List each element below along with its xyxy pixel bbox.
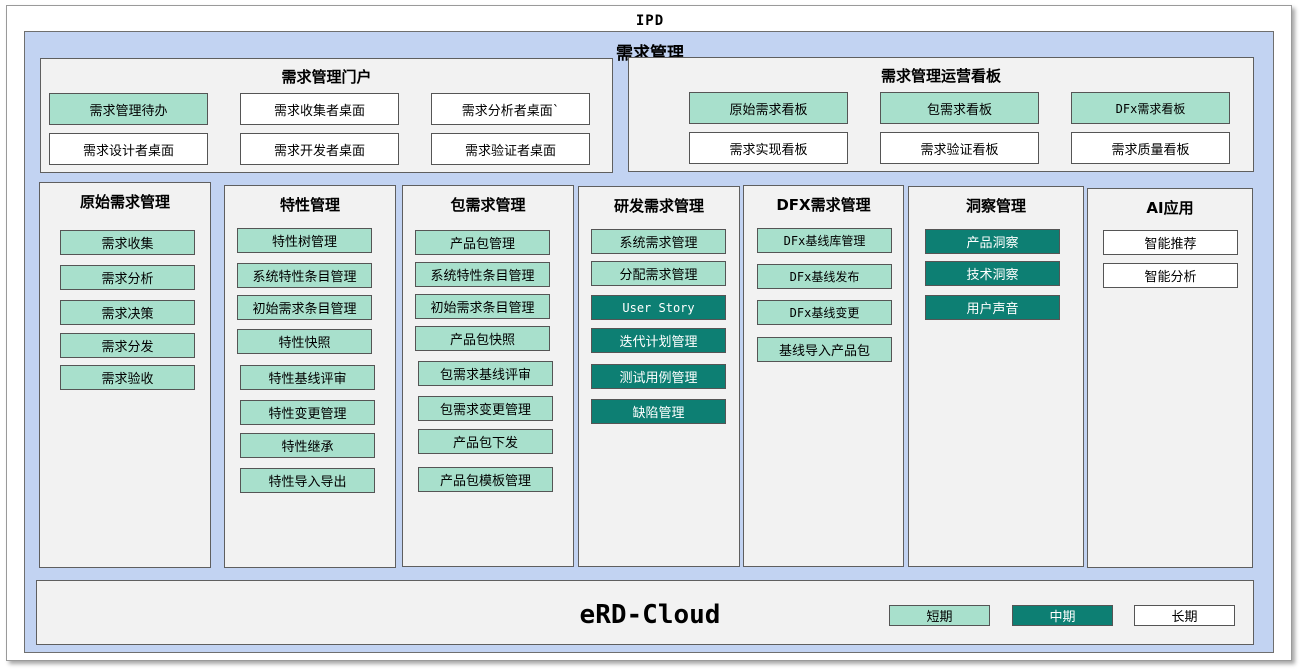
column-title: 研发需求管理: [613, 197, 704, 215]
portal-panel: 需求管理门户 需求管理待办 需求收集者桌面 需求分析者桌面` 需求设计者桌面 需…: [40, 58, 613, 173]
column-item[interactable]: 初始需求条目管理: [415, 294, 550, 319]
legend-short: 短期: [889, 605, 990, 626]
column-item[interactable]: 特性导入导出: [240, 468, 375, 493]
dashboard-item[interactable]: DFx需求看板: [1071, 92, 1230, 124]
portal-item[interactable]: 需求开发者桌面: [240, 133, 399, 165]
column-feature: 特性管理 特性树管理 系统特性条目管理 初始需求条目管理 特性快照 特性基线评审…: [224, 185, 396, 568]
column-dfx-requirement: DFX需求管理 DFx基线库管理 DFx基线发布 DFx基线变更 基线导入产品包: [743, 185, 904, 567]
dashboard-item[interactable]: 原始需求看板: [689, 92, 848, 124]
column-item[interactable]: 需求决策: [60, 300, 195, 325]
column-item[interactable]: 特性快照: [237, 329, 372, 354]
column-item[interactable]: 包需求变更管理: [418, 396, 553, 421]
column-item[interactable]: 特性树管理: [237, 228, 372, 253]
dashboard-item[interactable]: 需求验证看板: [880, 132, 1039, 164]
column-item[interactable]: 需求验收: [60, 365, 195, 390]
column-item[interactable]: 缺陷管理: [591, 399, 726, 424]
column-ai-application: AI应用 智能推荐 智能分析: [1087, 188, 1253, 568]
column-title: 洞察管理: [965, 197, 1026, 215]
column-item[interactable]: 特性继承: [240, 433, 375, 458]
column-title: AI应用: [1146, 199, 1194, 217]
column-title: 特性管理: [279, 196, 340, 214]
column-item[interactable]: 基线导入产品包: [757, 337, 892, 362]
portal-item[interactable]: 需求设计者桌面: [49, 133, 208, 165]
portal-item[interactable]: 需求收集者桌面: [240, 93, 399, 125]
column-item[interactable]: 包需求基线评审: [418, 361, 553, 386]
column-raw-requirement: 原始需求管理 需求收集 需求分析 需求决策 需求分发 需求验收: [39, 182, 211, 568]
column-title: DFX需求管理: [776, 196, 871, 214]
column-rd-requirement: 研发需求管理 系统需求管理 分配需求管理 User Story 迭代计划管理 测…: [578, 186, 740, 567]
column-item[interactable]: 系统需求管理: [591, 229, 726, 254]
dashboard-panel: 需求管理运营看板 原始需求看板 包需求看板 DFx需求看板 需求实现看板 需求验…: [628, 57, 1254, 172]
column-item[interactable]: 产品包快照: [415, 326, 550, 351]
legend-long: 长期: [1134, 605, 1235, 626]
column-item[interactable]: 智能分析: [1103, 263, 1238, 288]
dashboard-item[interactable]: 需求实现看板: [689, 132, 848, 164]
ipd-title: IPD: [635, 13, 665, 29]
column-item[interactable]: 初始需求条目管理: [237, 295, 372, 320]
legend-mid: 中期: [1012, 605, 1113, 626]
column-item[interactable]: 系统特性条目管理: [415, 262, 550, 287]
portal-item[interactable]: 需求分析者桌面`: [431, 93, 590, 125]
column-item[interactable]: User Story: [591, 295, 726, 320]
column-item[interactable]: 分配需求管理: [591, 261, 726, 286]
column-title: 原始需求管理: [79, 193, 170, 211]
platform-title: eRD-Cloud: [579, 600, 721, 630]
column-item[interactable]: 用户声音: [925, 295, 1060, 320]
portal-item[interactable]: 需求验证者桌面: [431, 133, 590, 165]
column-item[interactable]: 技术洞察: [925, 261, 1060, 286]
column-package-requirement: 包需求管理 产品包管理 系统特性条目管理 初始需求条目管理 产品包快照 包需求基…: [402, 185, 574, 567]
column-item[interactable]: 产品包下发: [418, 429, 553, 454]
column-item[interactable]: 需求收集: [60, 230, 195, 255]
column-item[interactable]: 需求分发: [60, 333, 195, 358]
column-item[interactable]: 特性变更管理: [240, 400, 375, 425]
column-item[interactable]: 系统特性条目管理: [237, 263, 372, 288]
column-insight: 洞察管理 产品洞察 技术洞察 用户声音: [908, 186, 1084, 567]
column-item[interactable]: DFx基线变更: [757, 300, 892, 325]
column-item[interactable]: 产品包管理: [415, 230, 550, 255]
dashboard-item[interactable]: 包需求看板: [880, 92, 1039, 124]
column-item[interactable]: 产品洞察: [925, 229, 1060, 254]
column-title: 包需求管理: [450, 196, 526, 214]
column-item[interactable]: 产品包模板管理: [418, 467, 553, 492]
column-item[interactable]: 测试用例管理: [591, 364, 726, 389]
column-item[interactable]: DFx基线库管理: [757, 228, 892, 253]
column-item[interactable]: 特性基线评审: [240, 365, 375, 390]
column-item[interactable]: 智能推荐: [1103, 230, 1238, 255]
column-item[interactable]: 需求分析: [60, 265, 195, 290]
dashboard-item[interactable]: 需求质量看板: [1071, 132, 1230, 164]
column-item[interactable]: 迭代计划管理: [591, 328, 726, 353]
portal-title: 需求管理门户: [281, 68, 372, 86]
dashboard-title: 需求管理运营看板: [880, 67, 1001, 85]
portal-item[interactable]: 需求管理待办: [49, 93, 208, 125]
column-item[interactable]: DFx基线发布: [757, 264, 892, 289]
